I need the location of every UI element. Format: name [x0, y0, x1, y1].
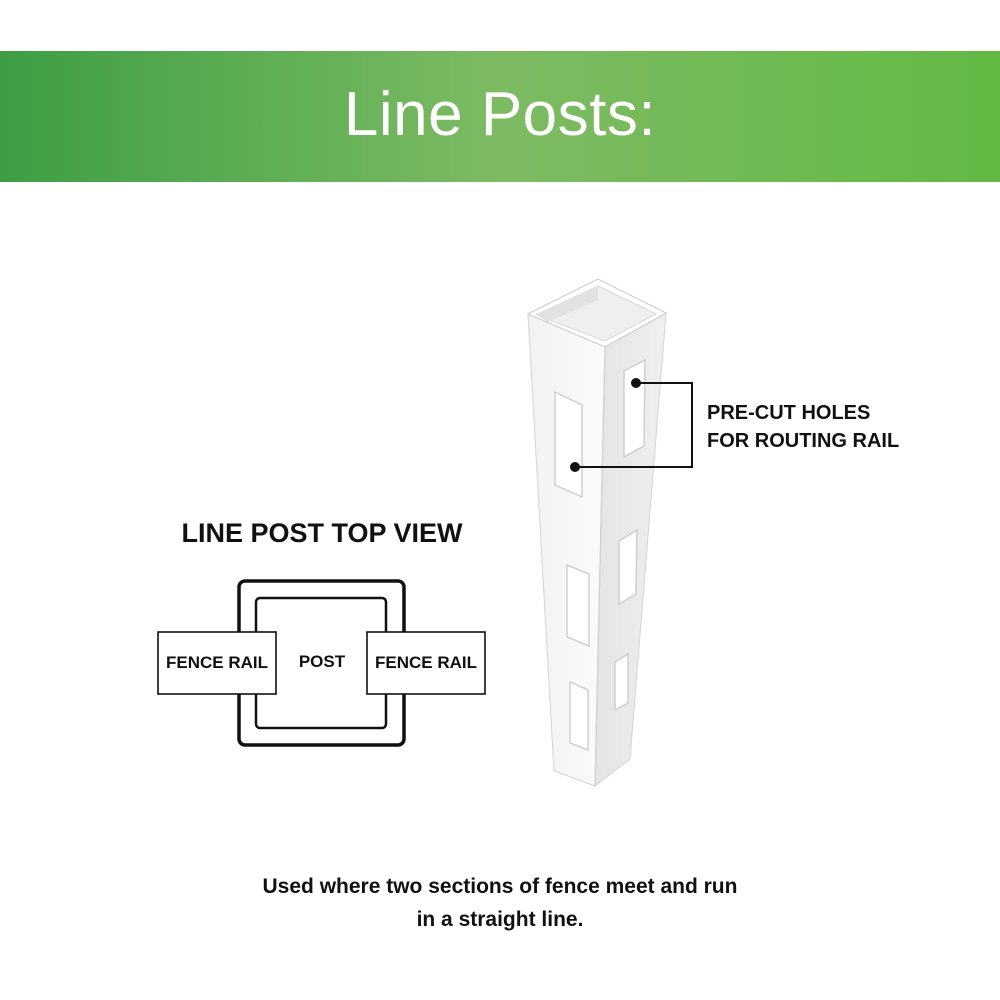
- post-corner-edge: [594, 346, 606, 787]
- callout-dot: [570, 462, 580, 472]
- fence-rail-right-label: FENCE RAIL: [375, 653, 477, 672]
- caption-line-2: in a straight line.: [416, 908, 584, 931]
- header-banner: Line Posts:: [0, 51, 1000, 182]
- fence-rail-left-label: FENCE RAIL: [166, 653, 268, 672]
- top-view-heading: LINE POST TOP VIEW: [181, 518, 463, 548]
- fence-rail-left: [157, 631, 277, 695]
- rail-hole: [554, 390, 583, 499]
- description-caption: Used where two sections of fence meet an…: [150, 870, 850, 936]
- rail-hole: [566, 563, 590, 648]
- fence-rail-right: [366, 631, 486, 695]
- page-title: Line Posts:: [343, 80, 657, 149]
- callout-line-2: FOR ROUTING RAIL: [707, 430, 900, 452]
- pre-cut-holes-label: PRE-CUT HOLES FOR ROUTING RAIL: [707, 399, 899, 455]
- callout-leader: [570, 378, 693, 472]
- post-illustration: [526, 278, 668, 788]
- callout-dot: [631, 378, 641, 388]
- post-top-opening: [534, 285, 658, 342]
- post-left-face: [527, 313, 606, 787]
- rail-hole: [623, 358, 646, 459]
- callout-line-upper: [575, 382, 693, 468]
- rail-hole: [618, 528, 638, 606]
- rail-hole: [614, 652, 629, 712]
- top-view-schematic: FENCE RAIL POST FENCE RAIL: [157, 579, 486, 747]
- post-label: POST: [299, 652, 346, 671]
- caption-line-1: Used where two sections of fence meet an…: [262, 875, 738, 898]
- post-inner-shadow: [536, 286, 598, 322]
- rail-hole: [569, 680, 589, 752]
- callout-line-1: PRE-CUT HOLES: [707, 402, 871, 424]
